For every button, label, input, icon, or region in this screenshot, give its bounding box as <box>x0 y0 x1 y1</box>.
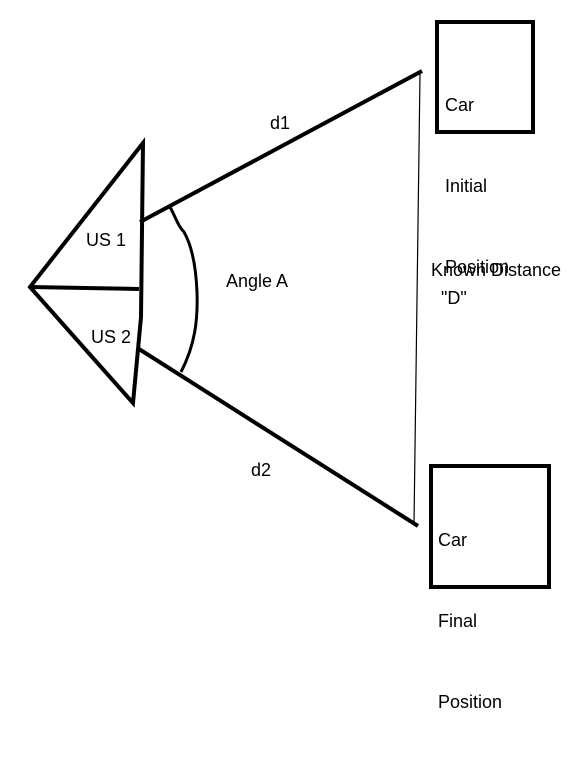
d2-line <box>137 347 420 528</box>
sensor-arrowhead <box>27 137 146 408</box>
car-initial-line-1: Car <box>445 95 475 115</box>
car-initial-line-2: Initial <box>445 176 488 196</box>
us2-label: US 2 <box>91 327 132 347</box>
us1-label: US 1 <box>86 230 127 250</box>
d2-label: d2 <box>251 460 272 480</box>
d1-line <box>139 69 423 224</box>
known-distance-line <box>413 73 421 525</box>
car-final-line-3: Position <box>438 692 503 712</box>
angle-a-label: Angle A <box>226 271 289 291</box>
car-initial-box <box>435 20 535 134</box>
car-initial-line-3: Position <box>445 257 510 277</box>
car-final-label: Car Final Position <box>438 473 502 770</box>
car-final-line-2: Final <box>438 611 478 631</box>
d1-label: d1 <box>270 113 291 133</box>
car-final-box <box>429 464 551 589</box>
sensor-divider <box>29 285 140 291</box>
car-final-line-1: Car <box>438 530 468 550</box>
diagram-canvas <box>27 20 551 589</box>
car-initial-label: Car Initial Position <box>445 38 509 335</box>
angle-a-arc <box>168 206 199 373</box>
known-distance-symbol: "D" <box>441 288 467 308</box>
known-distance-label: Known Distance <box>431 260 562 280</box>
distance-diagram: US 1 US 2 Angle A d1 d2 Known Distance "… <box>27 20 562 712</box>
